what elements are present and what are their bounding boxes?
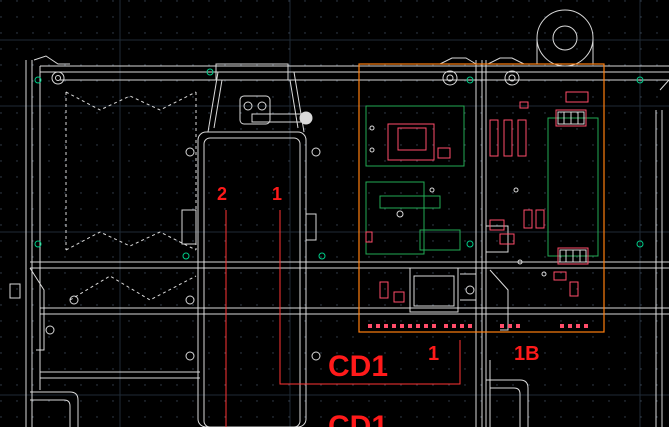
pin-label-1: 1 [272, 184, 282, 204]
mount-markers [34, 68, 644, 260]
pcb-pad-row [368, 324, 588, 328]
bolt-holes [45, 70, 520, 361]
cd1-label-repeat: CD1 [328, 410, 388, 427]
annotation-traces [225, 210, 461, 427]
pcb-pads [365, 91, 589, 303]
panel-label-1b: 1B [514, 343, 540, 365]
pin-label-2: 2 [217, 184, 227, 204]
cd1-label: CD1 [328, 350, 388, 383]
main-frame [9, 9, 669, 427]
panel-label-1: 1 [428, 343, 439, 365]
pcb-outline [358, 63, 605, 333]
pcb-connectors [369, 111, 587, 313]
